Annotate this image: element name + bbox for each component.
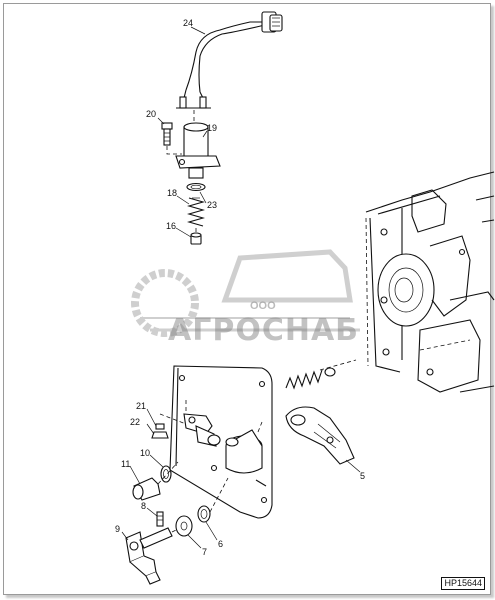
label-11: 11 [121, 459, 130, 469]
watermark-logo [131, 249, 360, 337]
part-5-lever-arm [285, 406, 355, 465]
transmission-housing [365, 171, 495, 393]
watermark-prefix: ООО [250, 300, 276, 312]
part-6-seal [197, 477, 229, 523]
label-8: 8 [141, 501, 146, 511]
cover-plate [169, 365, 273, 519]
label-20: 20 [146, 109, 156, 119]
label-6: 6 [218, 539, 223, 549]
part-20-bolt [161, 122, 173, 146]
part-11-shaft-fitting [132, 461, 179, 501]
plate-spring [285, 359, 357, 390]
part-24-wiring-harness [176, 11, 283, 109]
label-19: 19 [207, 123, 217, 133]
part-9-shaft-bracket [125, 525, 185, 585]
part-21-22-stud-nut [151, 413, 187, 439]
label-5: 5 [360, 471, 365, 481]
part-labels: 24 20 19 18 23 16 21 22 10 11 8 9 7 6 5 [115, 18, 365, 557]
label-16: 16 [166, 221, 176, 231]
label-9: 9 [115, 524, 120, 534]
label-10: 10 [140, 448, 150, 458]
part-19-solenoid [175, 110, 221, 179]
watermark-company-name: АГРОСНАБ [168, 313, 360, 348]
part-18-spring [186, 197, 206, 227]
part-16-plug [190, 228, 202, 245]
part-23-o-ring [186, 182, 206, 192]
label-22: 22 [130, 417, 140, 427]
label-7: 7 [202, 547, 207, 557]
diagram-reference-code: HP15644 [441, 577, 485, 590]
leader-lines [121, 26, 361, 549]
part-7-washer [175, 515, 193, 537]
label-23: 23 [207, 200, 217, 210]
part-8-pin [156, 511, 164, 527]
label-18: 18 [167, 188, 177, 198]
label-21: 21 [136, 401, 146, 411]
part-10-seal-ring [160, 465, 172, 483]
label-24: 24 [183, 18, 193, 28]
